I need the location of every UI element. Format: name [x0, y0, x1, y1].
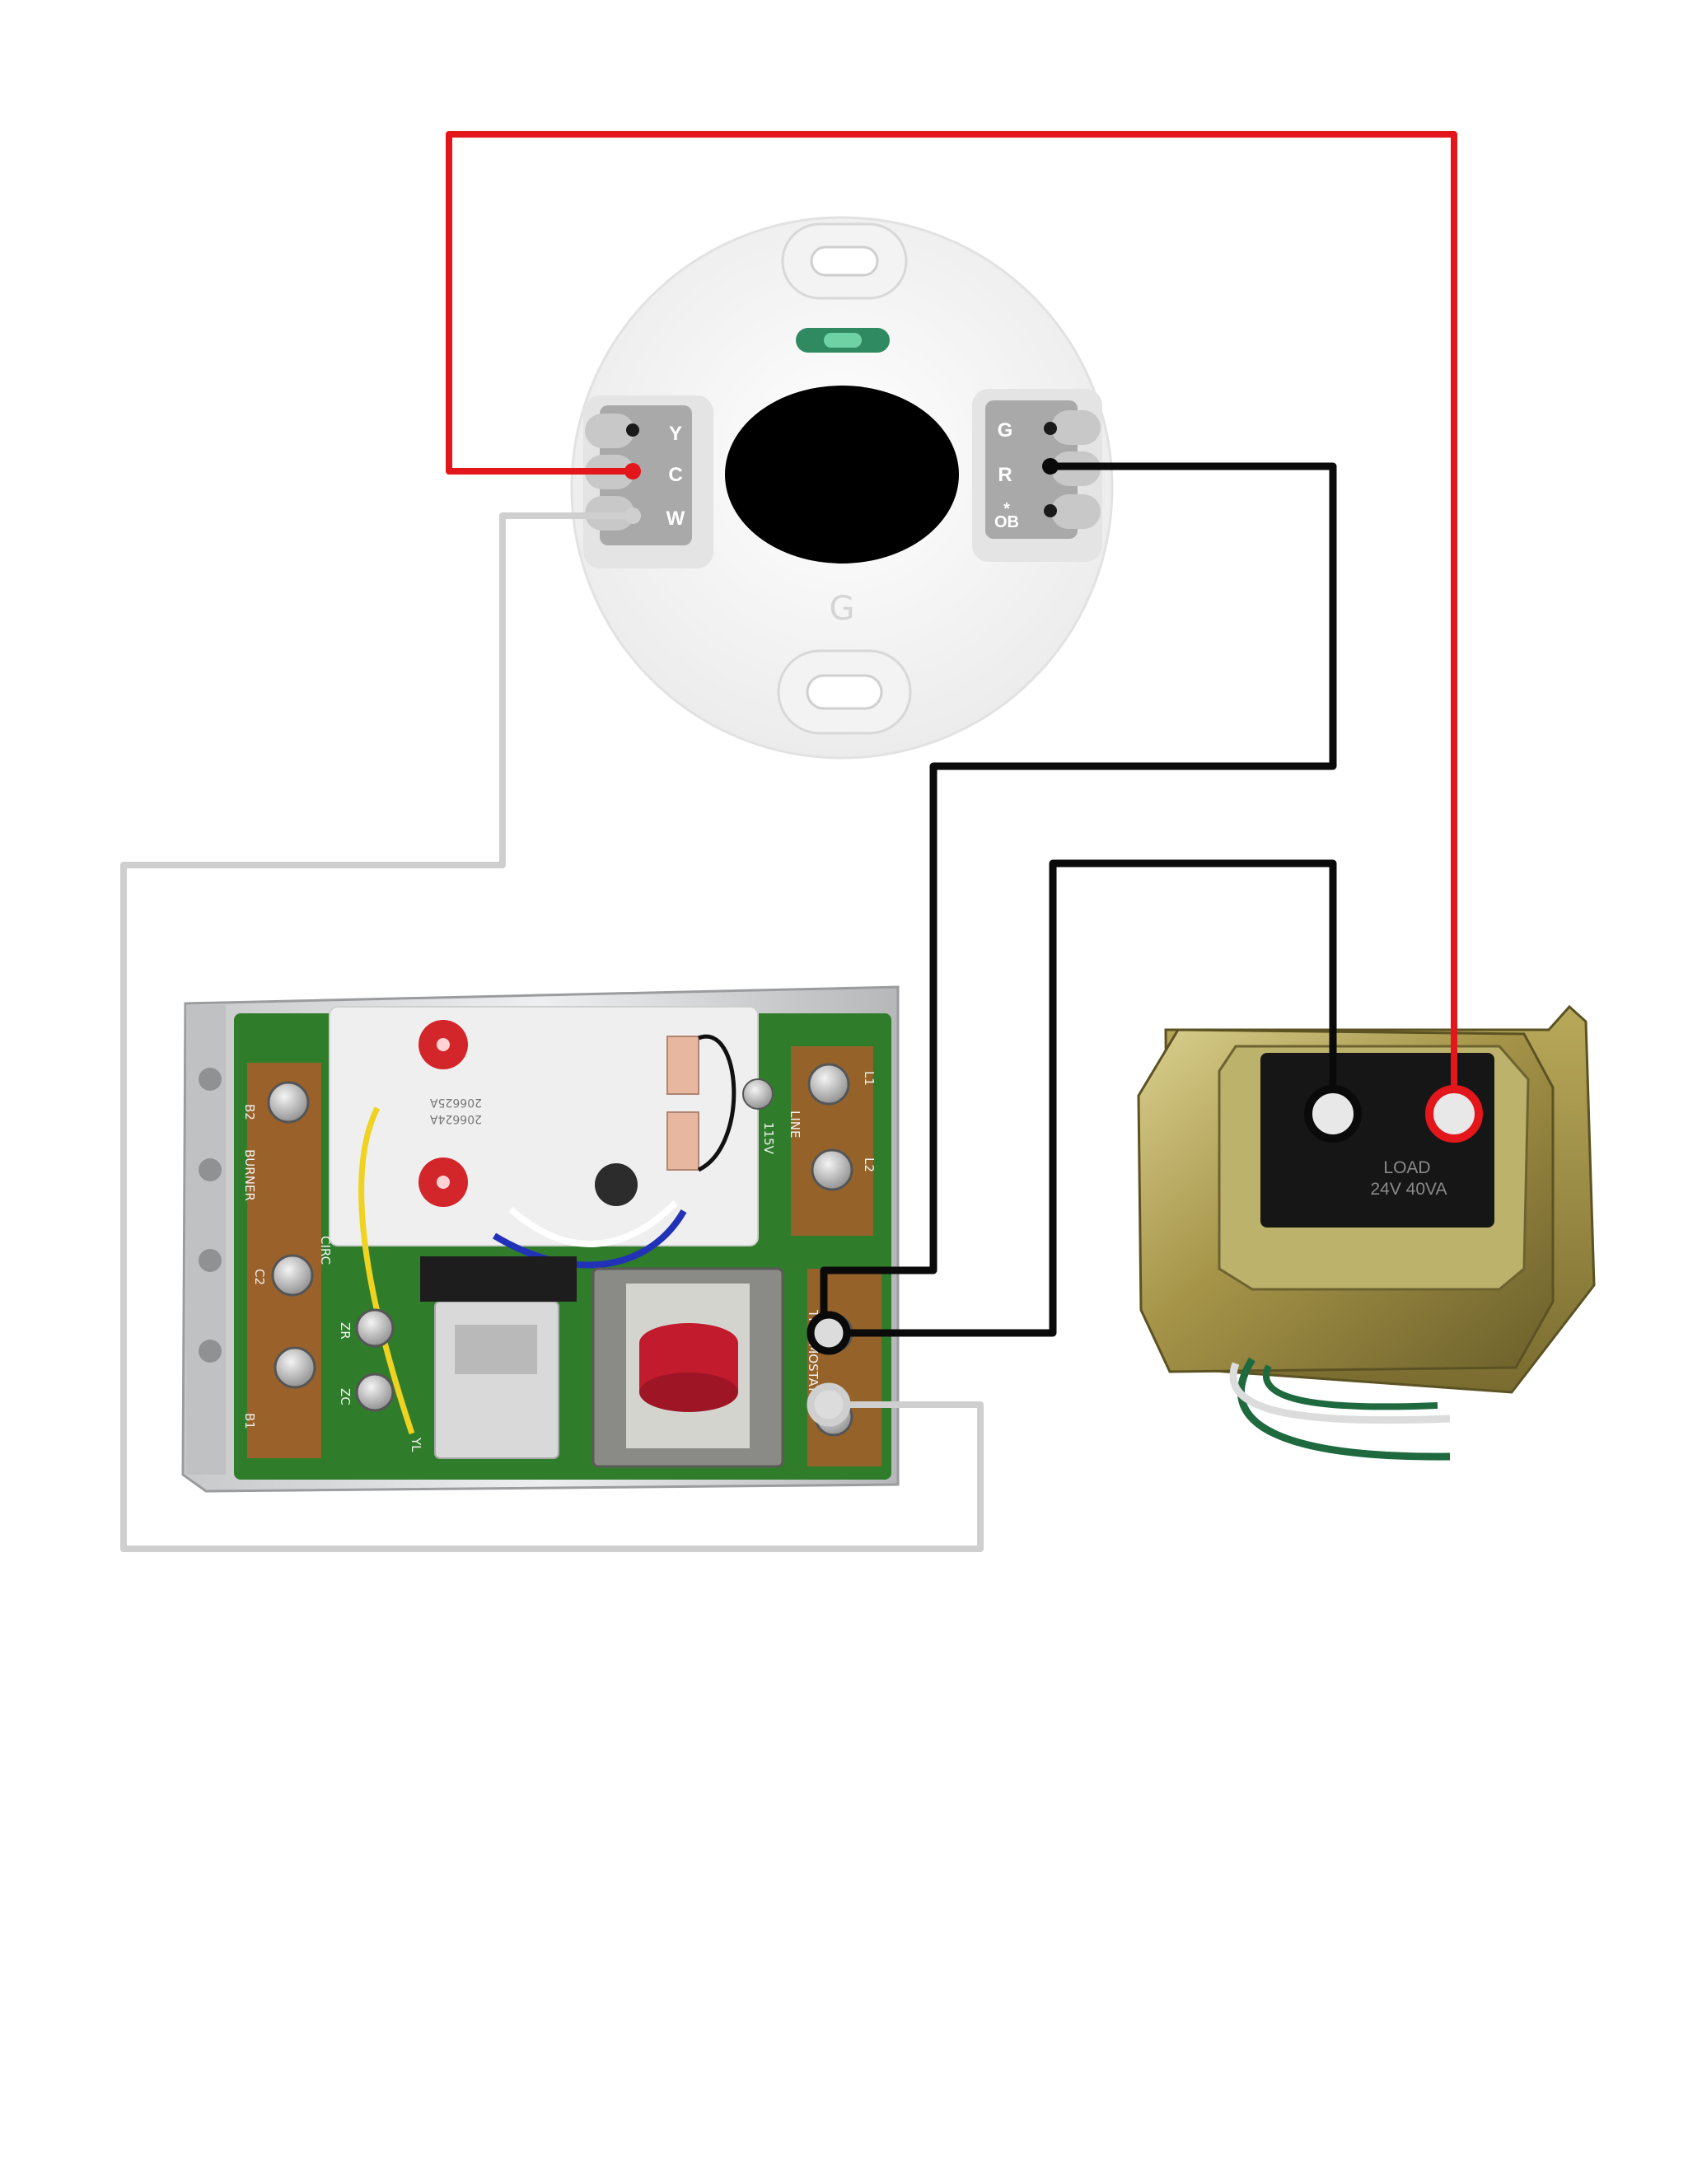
- label-circ: CIRC: [318, 1236, 333, 1265]
- logo-g-icon: G: [830, 590, 855, 628]
- terminal-y-hole: [626, 423, 639, 437]
- gray-wire: [120, 512, 984, 1552]
- terminal-b2-screw: [267, 1081, 310, 1124]
- terminal-b1-screw: [274, 1346, 316, 1389]
- black-wire-end-thermostat: [1042, 458, 1059, 475]
- right-terminal-block: G R * OB: [972, 389, 1102, 562]
- terminal-r-label: R: [998, 464, 1012, 486]
- label-l2: L2: [862, 1157, 877, 1172]
- transformer: LOAD 24V 40VA: [1137, 1004, 1596, 1461]
- reset-knob: [595, 1163, 638, 1206]
- label-zc: ZC: [338, 1388, 353, 1405]
- transformer-label-rating: 24V 40VA: [1370, 1180, 1447, 1199]
- terminal-l2-screw: [811, 1148, 853, 1191]
- label-yl: YL: [409, 1437, 423, 1452]
- terminal-w-label: W: [666, 507, 685, 530]
- terminal-ob-label: OB: [994, 513, 1019, 531]
- part-number-2: 206624A: [430, 1112, 482, 1125]
- terminal-zr-screw: [355, 1308, 395, 1348]
- label-b2: B2: [242, 1104, 257, 1120]
- board-thermostat-terminal-1: [807, 1311, 851, 1355]
- terminal-c-label: C: [668, 464, 682, 486]
- terminal-g-label: G: [998, 419, 1013, 442]
- label-line: LINE: [788, 1111, 802, 1138]
- terminal-y-label: Y: [669, 423, 682, 445]
- terminal-ob-hole: [1044, 504, 1057, 517]
- left-terminal-block: Y C W: [583, 395, 713, 568]
- red-wire: [446, 131, 1457, 1114]
- transformer-right-terminal: [1425, 1085, 1483, 1143]
- label-l1: L1: [862, 1071, 877, 1086]
- terminal-l1-screw: [807, 1063, 850, 1106]
- label-b1: B1: [242, 1413, 257, 1429]
- wires: [120, 131, 1483, 1552]
- label-115v: 115V: [761, 1122, 776, 1155]
- board-thermostat-terminal-2: [807, 1382, 851, 1427]
- transformer-label-load: LOAD: [1383, 1158, 1430, 1177]
- transformer-left-terminal: [1304, 1085, 1362, 1143]
- terminal-zc-screw: [355, 1373, 395, 1412]
- black-wire-1: [820, 462, 1337, 1333]
- terminal-ob-marker: *: [1003, 500, 1010, 518]
- label-burner: BURNER: [242, 1149, 257, 1201]
- black-wire-2: [834, 859, 1337, 1337]
- relay-control-board: 206625A 206624A B2 BURNER CIRC: [181, 985, 900, 1493]
- terminal-g-hole: [1044, 422, 1057, 435]
- red-wire-end-thermostat: [624, 463, 641, 479]
- wire-pass-through-hole: [725, 386, 959, 564]
- terminal-c2-screw: [271, 1254, 314, 1297]
- thermostat-base: G Y C W G R * OB: [570, 216, 1114, 760]
- label-c2: C2: [252, 1269, 267, 1285]
- part-number-1: 206625A: [430, 1096, 482, 1109]
- gray-wire-end-thermostat: [624, 507, 641, 524]
- label-zr: ZR: [338, 1322, 353, 1340]
